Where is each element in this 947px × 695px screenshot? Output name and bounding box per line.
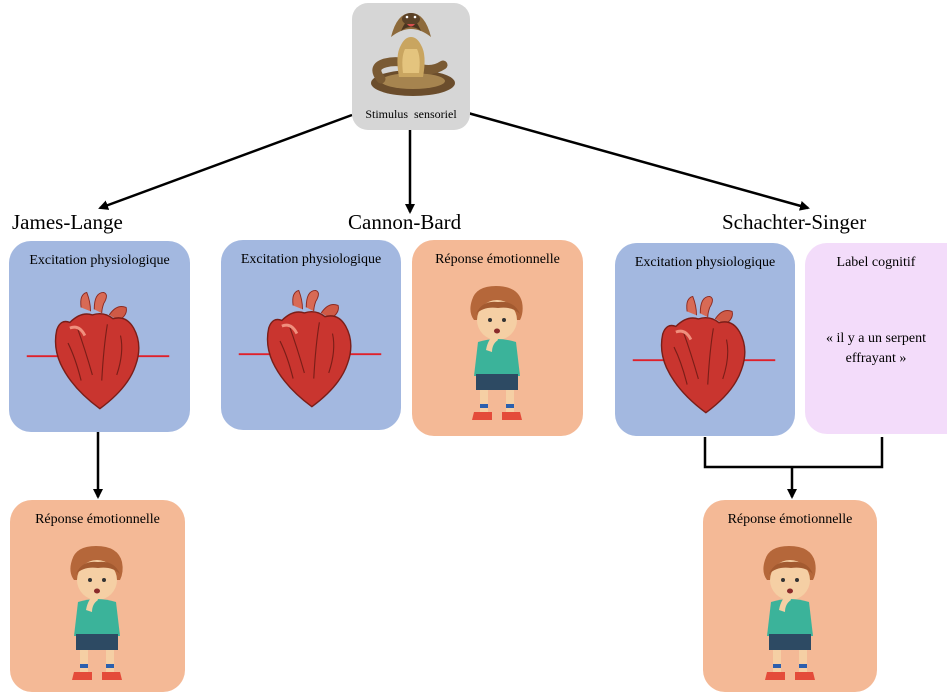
merge-connector-ss (703, 437, 884, 469)
ss-excitation-title: Excitation physiologique (634, 255, 776, 270)
cb-reponse-box: Réponse émotionnelle (412, 240, 583, 436)
ss-excitation-box: Excitation physiologique (615, 243, 795, 436)
ss-label-cognitif-title: Label cognitif (836, 255, 916, 270)
arrow-to-james-lange (98, 113, 353, 210)
ss-reponse-box: Réponse émotionnelle (703, 500, 877, 692)
jl-excitation-box: Excitation physiologique (9, 241, 190, 432)
jl-reponse-title: Réponse émotionnelle (35, 512, 160, 527)
cb-excitation-title: Excitation physiologique (240, 252, 382, 267)
jl-reponse-box: Réponse émotionnelle (10, 500, 185, 692)
scared-boy-icon (755, 544, 825, 684)
heart-icon (629, 293, 779, 418)
arrow-to-schachter-singer (467, 111, 810, 211)
scared-boy-icon (62, 544, 132, 684)
theory-title-cannon-bard: Cannon-Bard (348, 210, 462, 234)
theory-title-james-lange: James-Lange (12, 210, 123, 234)
theory-title-schachter-singer: Schachter-Singer (722, 210, 867, 234)
stimulus-box: Stimulus sensoriel (352, 3, 470, 130)
ss-label-cognitif-box: Label cognitif « il y a un serpent effra… (805, 243, 947, 434)
cobra-icon (371, 13, 455, 96)
cb-reponse-title: Réponse émotionnelle (435, 252, 560, 267)
ss-reponse-title: Réponse émotionnelle (727, 512, 853, 527)
scared-boy-icon (462, 284, 532, 424)
cb-excitation-box: Excitation physiologique (221, 240, 401, 430)
ss-label-quote: « il y a un serpent effrayant » (826, 331, 926, 366)
heart-icon (23, 289, 173, 414)
jl-excitation-title: Excitation physiologique (29, 253, 170, 268)
stimulus-label: Stimulus sensoriel (365, 107, 457, 121)
heart-icon (235, 287, 385, 412)
